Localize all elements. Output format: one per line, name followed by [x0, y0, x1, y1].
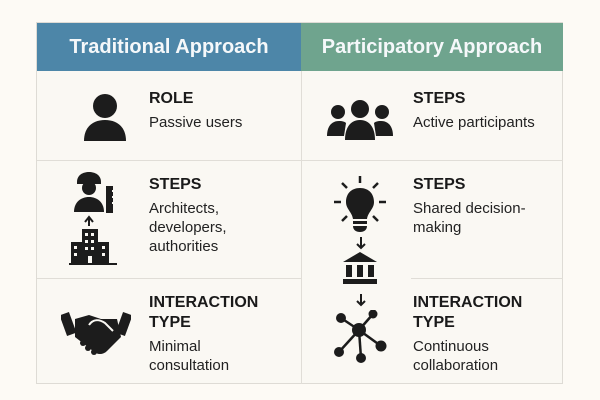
institution-icon — [342, 251, 378, 285]
value-line: Architects, — [149, 200, 220, 217]
handshake-icon — [61, 309, 131, 357]
participatory-steps-value-2: Shared decision- making — [413, 199, 526, 237]
row-divider-2-left — [37, 278, 301, 279]
header-participatory: Participatory Approach — [301, 23, 563, 71]
row-divider-2-right — [411, 278, 563, 279]
row-divider-1 — [37, 160, 563, 161]
arrow-down-icon — [355, 293, 367, 307]
participatory-steps-cell-1: STEPS Active participants — [413, 89, 535, 132]
traditional-interaction-cell: INTERACTION TYPE Minimal consultation — [149, 293, 258, 375]
participatory-interaction-value: Continuous collaboration — [413, 337, 522, 375]
traditional-role-cell: ROLE Passive users — [149, 89, 242, 132]
value-line: Minimal — [149, 338, 201, 355]
lightbulb-icon — [333, 175, 387, 235]
value-line: Shared decision- — [413, 200, 526, 217]
traditional-steps-label: STEPS — [149, 176, 202, 193]
label-line: TYPE — [149, 314, 191, 331]
comparison-table: Traditional Approach Participatory Appro… — [36, 22, 563, 384]
traditional-interaction-label: INTERACTION TYPE — [149, 293, 258, 333]
value-line: authorities — [149, 238, 219, 255]
value-line: collaboration — [413, 357, 499, 374]
value-line: Continuous — [413, 338, 489, 355]
person-icon — [82, 93, 128, 143]
traditional-role-label: ROLE — [149, 90, 194, 107]
participatory-interaction-cell: INTERACTION TYPE Continuous collaboratio… — [413, 293, 522, 375]
network-icon — [333, 310, 389, 364]
traditional-interaction-value: Minimal consultation — [149, 337, 258, 375]
participatory-steps-label-2: STEPS — [413, 176, 466, 193]
value-line: consultation — [149, 357, 230, 374]
column-divider — [301, 71, 302, 384]
participatory-steps-label-1: STEPS — [413, 90, 466, 107]
participatory-steps-cell-2: STEPS Shared decision- making — [413, 175, 526, 237]
value-line: making — [413, 219, 462, 236]
architect-and-buildings-icon — [69, 172, 121, 272]
traditional-steps-cell: STEPS Architects, developers, authoritie… — [149, 175, 227, 256]
participatory-steps-value-1: Active participants — [413, 114, 535, 131]
label-line: INTERACTION — [413, 294, 523, 311]
participatory-interaction-label: INTERACTION TYPE — [413, 293, 522, 333]
traditional-steps-value: Architects, developers, authorities — [149, 199, 227, 256]
header-traditional: Traditional Approach — [37, 23, 301, 71]
arrow-down-icon — [355, 236, 367, 250]
value-line: developers, — [149, 219, 227, 236]
label-line: TYPE — [413, 314, 455, 331]
traditional-role-value: Passive users — [149, 114, 243, 131]
group-icon — [327, 100, 393, 142]
label-line: INTERACTION — [149, 294, 259, 311]
